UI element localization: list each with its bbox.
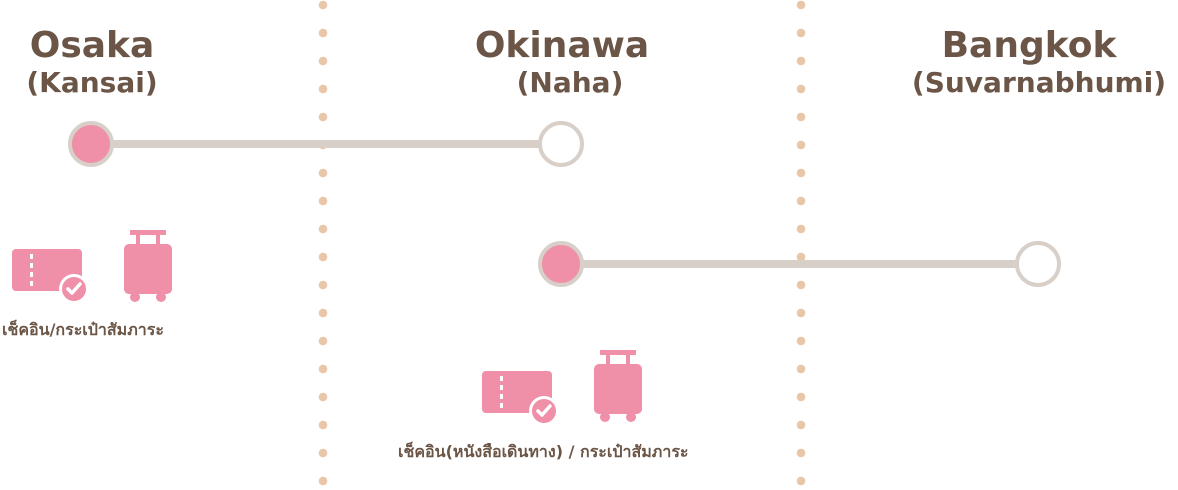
leg-2-end-node bbox=[1015, 241, 1061, 287]
leg-1-start-node bbox=[68, 121, 114, 167]
station-bangkok: Bangkok (Suvarnabhumi) bbox=[900, 26, 1178, 98]
luggage-icon bbox=[594, 350, 642, 422]
luggage-icon bbox=[124, 230, 172, 302]
station-airport: (Naha) bbox=[516, 65, 624, 99]
station-name: Bangkok bbox=[941, 25, 1117, 66]
leg-1-end-node bbox=[538, 121, 584, 167]
checkin-ticket-icon bbox=[12, 249, 89, 304]
leg-2-start-node bbox=[538, 241, 584, 287]
divider-left bbox=[318, 0, 328, 490]
leg-2-caption: เช็คอิน(หนังสือเดินทาง) / กระเป๋าสัมภาระ bbox=[398, 442, 689, 461]
station-airport: (Kansai) bbox=[26, 65, 158, 99]
leg-1-caption: เช็คอิน/กระเป๋าสัมภาระ bbox=[2, 320, 164, 339]
station-osaka: Osaka (Kansai) bbox=[22, 26, 162, 98]
leg-2-track bbox=[564, 260, 1040, 268]
station-airport: (Suvarnabhumi) bbox=[911, 65, 1167, 99]
checkin-ticket-icon bbox=[482, 371, 559, 426]
leg-1-track bbox=[94, 140, 564, 148]
station-okinawa: Okinawa (Naha) bbox=[462, 26, 662, 98]
divider-right bbox=[796, 0, 806, 490]
station-name: Osaka bbox=[29, 25, 155, 66]
station-name: Okinawa bbox=[474, 25, 650, 66]
